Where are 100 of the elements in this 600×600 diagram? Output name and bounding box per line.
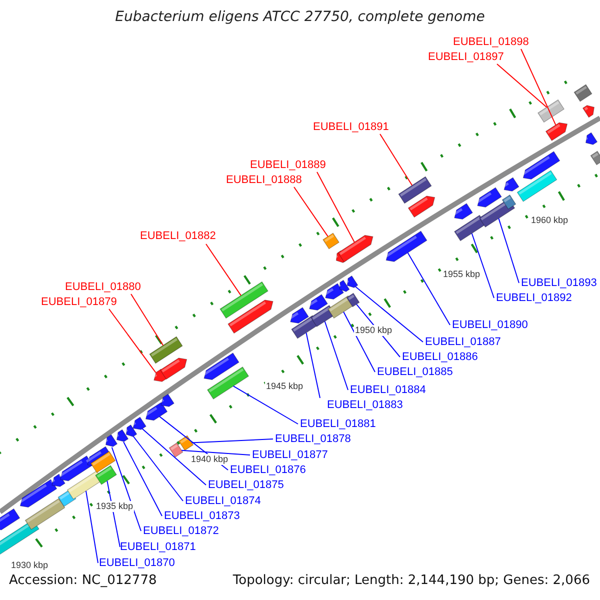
gene-block bbox=[291, 315, 319, 339]
gene-label: EUBELI_01891 bbox=[313, 120, 389, 134]
scale-label: 1935 kbp bbox=[95, 501, 134, 512]
leader-line bbox=[294, 186, 328, 237]
gene-block bbox=[124, 424, 138, 437]
leader-line bbox=[306, 332, 320, 398]
gene-block bbox=[104, 434, 118, 447]
gene-block bbox=[308, 294, 328, 311]
gene-block bbox=[115, 429, 129, 442]
gene-block bbox=[408, 196, 436, 218]
gene-label: EUBELI_01889 bbox=[250, 158, 326, 172]
gene-block bbox=[338, 234, 374, 262]
accession-text: Accession: NC_012778 bbox=[9, 574, 157, 588]
gene-block bbox=[288, 307, 309, 324]
leader-line bbox=[316, 172, 355, 243]
gene-block bbox=[538, 99, 564, 123]
gene-block bbox=[90, 450, 116, 474]
leader-line bbox=[407, 252, 450, 326]
scale-label: 1930 kbp bbox=[10, 560, 50, 571]
gene-block bbox=[328, 295, 354, 319]
leader-line bbox=[142, 428, 206, 486]
gene-label: EUBELI_01877 bbox=[252, 448, 328, 462]
gene-block bbox=[149, 336, 183, 364]
leader-line bbox=[471, 232, 494, 298]
gene-block bbox=[178, 435, 194, 451]
gene-block bbox=[168, 442, 184, 458]
gene-label: EUBELI_01886 bbox=[402, 350, 478, 364]
gene-block bbox=[338, 280, 350, 292]
gene-label: EUBELI_01878 bbox=[275, 432, 351, 446]
gene-label: EUBELI_01880 bbox=[65, 280, 141, 294]
leader-line bbox=[520, 48, 556, 126]
gene-block bbox=[584, 132, 598, 145]
leader-line bbox=[206, 244, 242, 296]
gene-block bbox=[522, 151, 560, 180]
gene-label: EUBELI_01875 bbox=[208, 478, 284, 492]
gene-block bbox=[476, 187, 502, 208]
leader-line bbox=[130, 294, 164, 346]
gene-label: EUBELI_01888 bbox=[226, 173, 302, 187]
leader-line bbox=[191, 438, 274, 444]
gene-block bbox=[159, 394, 174, 407]
leader-line bbox=[232, 386, 298, 424]
gene-label: EUBELI_01882 bbox=[140, 229, 216, 243]
gene-block bbox=[0, 508, 20, 530]
leader-line bbox=[498, 218, 520, 284]
gene-label: EUBELI_01871 bbox=[120, 540, 196, 554]
gene-label: EUBELI_01879 bbox=[41, 295, 117, 309]
gene-block bbox=[202, 352, 240, 380]
gene-block bbox=[95, 465, 117, 485]
gene-label: EUBELI_01892 bbox=[496, 291, 572, 305]
leader-line bbox=[343, 311, 376, 372]
scale-label: 1945 kbp bbox=[265, 381, 304, 392]
scale-label: 1960 kbp bbox=[530, 215, 570, 226]
leader-line bbox=[380, 134, 413, 186]
gene-label: EUBELI_01897 bbox=[428, 50, 504, 64]
gene-label: EUBELI_01884 bbox=[350, 383, 426, 397]
gene-label: EUBELI_01883 bbox=[327, 398, 403, 412]
leader-line bbox=[123, 441, 162, 516]
genome-info-text: Topology: circular; Length: 2,144,190 bp; Genes: 2,066 bbox=[232, 574, 590, 588]
gene-label: EUBELI_01893 bbox=[521, 276, 597, 290]
gene-block bbox=[454, 214, 486, 242]
gene-block bbox=[346, 276, 358, 288]
leader-line bbox=[354, 286, 424, 342]
gene-block bbox=[516, 170, 558, 202]
gene-block bbox=[384, 230, 428, 262]
gene-block bbox=[24, 498, 66, 530]
leader-line bbox=[108, 308, 156, 374]
gene-block bbox=[228, 300, 274, 334]
gene-block bbox=[220, 281, 268, 319]
gene-block bbox=[502, 177, 520, 192]
gene-label: EUBELI_01890 bbox=[452, 318, 528, 332]
gene-block bbox=[398, 176, 432, 204]
gene-block bbox=[574, 84, 592, 102]
gene-label: EUBELI_01870 bbox=[99, 556, 175, 570]
gene-label: EUBELI_01874 bbox=[185, 494, 261, 508]
leader-line bbox=[85, 490, 98, 564]
leader-line bbox=[132, 436, 184, 502]
gene-block bbox=[452, 203, 473, 220]
gene-block bbox=[18, 479, 58, 508]
gene-block bbox=[50, 474, 66, 487]
gene-block bbox=[582, 105, 595, 118]
gene-label: EUBELI_01885 bbox=[377, 365, 453, 379]
gene-label: EUBELI_01876 bbox=[230, 463, 306, 477]
gene-block bbox=[58, 455, 94, 482]
gene-block bbox=[206, 366, 250, 400]
scale-label: 1950 kbp bbox=[354, 325, 394, 336]
scale-label: 1940 kbp bbox=[190, 454, 230, 465]
gene-block bbox=[590, 150, 600, 166]
gene-block bbox=[144, 402, 168, 421]
gene-block bbox=[502, 194, 516, 210]
gene-block bbox=[346, 292, 360, 308]
gene-label: EUBELI_01872 bbox=[143, 524, 219, 538]
gene-block bbox=[545, 122, 568, 142]
leader-line bbox=[181, 450, 250, 456]
gene-block bbox=[322, 232, 340, 250]
gene-label: EUBELI_01873 bbox=[164, 509, 240, 523]
leader-line bbox=[111, 446, 142, 532]
gene-label: EUBELI_01881 bbox=[300, 417, 376, 431]
gene-label: EUBELI_01887 bbox=[425, 335, 501, 349]
leader-line bbox=[324, 320, 348, 390]
title: Eubacterium eligens ATCC 27750, complete genome bbox=[114, 9, 486, 25]
